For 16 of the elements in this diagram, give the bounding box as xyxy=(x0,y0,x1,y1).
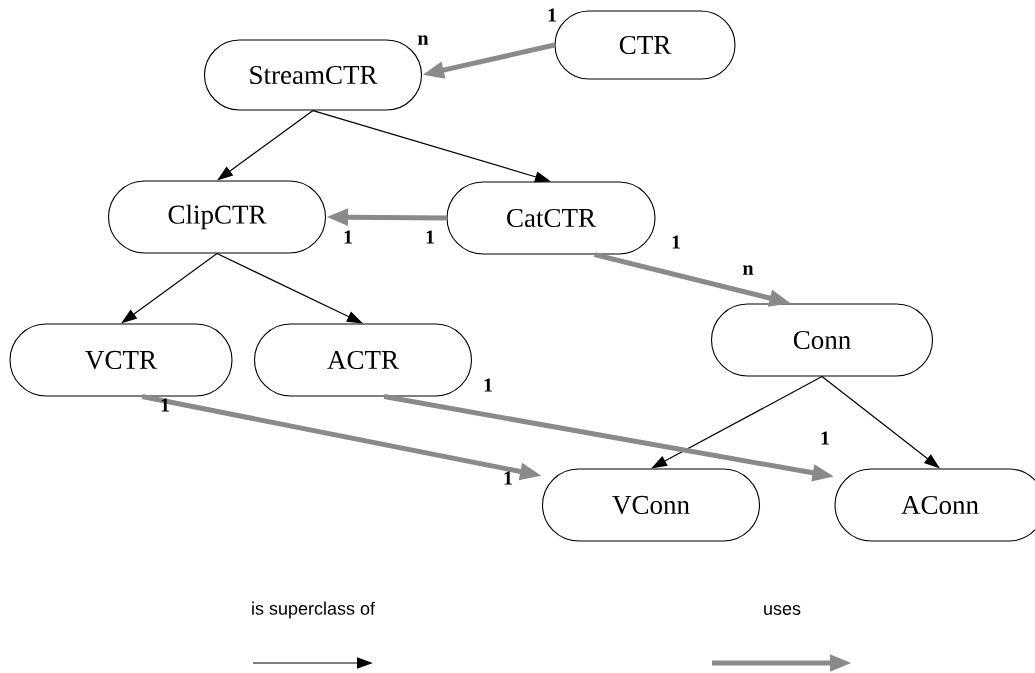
multiplicity-label: 1 xyxy=(344,230,352,244)
legend-text: is superclass of xyxy=(252,601,376,619)
multiplicity-label: 1 xyxy=(504,471,512,485)
class-box: Conn xyxy=(710,303,934,377)
multiplicity-label: n xyxy=(743,265,754,275)
multiplicity-label: 1 xyxy=(548,8,556,22)
class-box: VConn xyxy=(541,468,761,542)
multiplicity-label: 1 xyxy=(426,230,434,244)
class-box: ClipCTR xyxy=(107,180,327,254)
multiplicity-label: 1 xyxy=(821,431,829,445)
class-box: CatCTR xyxy=(446,181,656,255)
legend-text: uses xyxy=(764,605,801,615)
class-box: ACTR xyxy=(253,323,473,397)
multiplicity-label: 1 xyxy=(161,398,169,412)
class-box: VCTR xyxy=(9,323,233,397)
class-box: AConn xyxy=(834,468,1035,542)
